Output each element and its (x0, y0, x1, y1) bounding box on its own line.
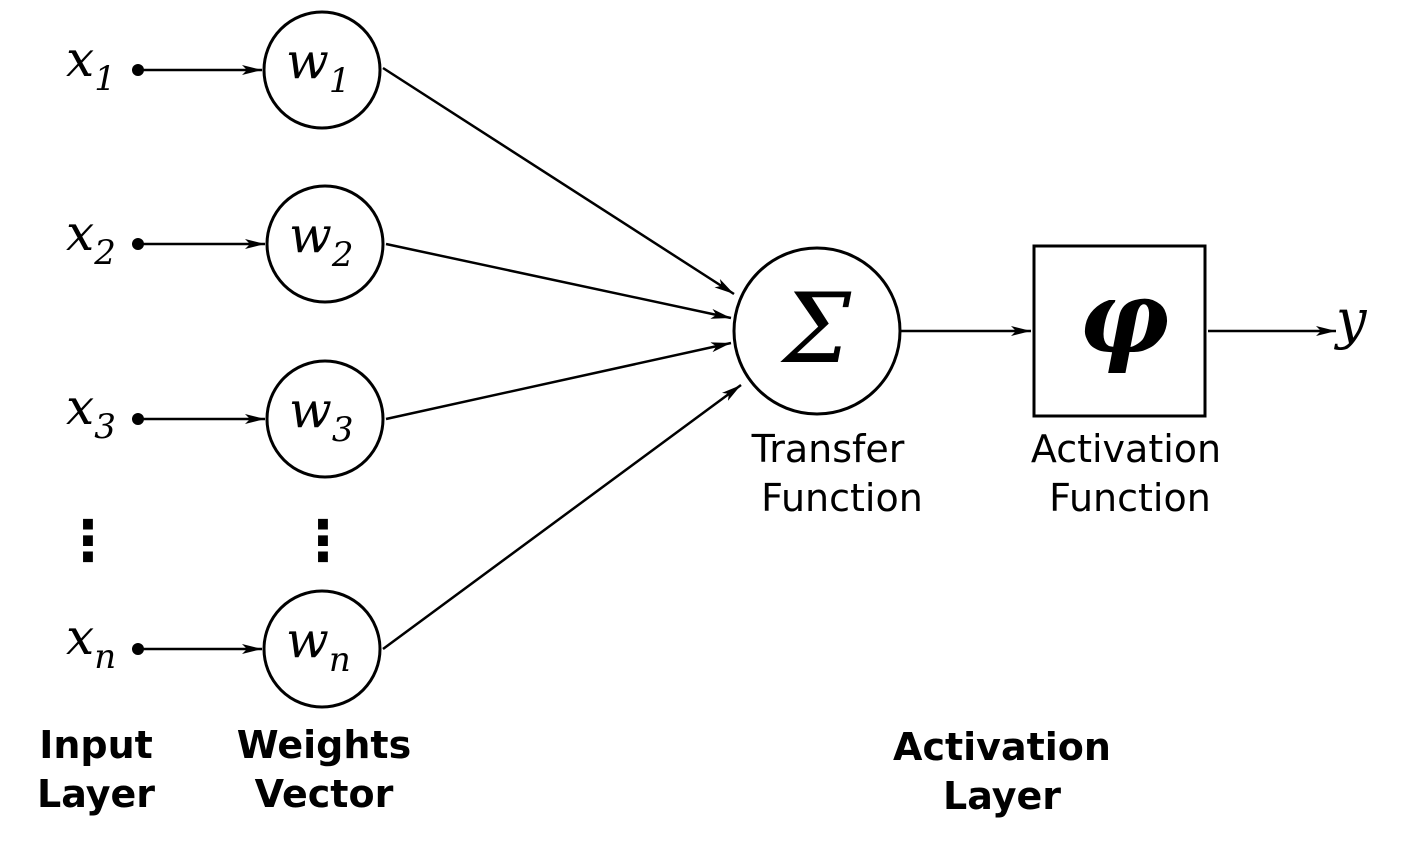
weight-w2: w2 (289, 206, 353, 275)
weight-ellipsis: ⋮ (295, 509, 351, 574)
input-x2: x2 (66, 204, 116, 273)
weight-w1: w1 (286, 32, 350, 101)
activation-label-line2: Function (1049, 476, 1211, 520)
phi-symbol: φ (1079, 258, 1169, 376)
input-x3: x3 (66, 378, 116, 447)
activation-box (1032, 244, 1207, 418)
weight-node-3 (265, 359, 385, 479)
input-ellipsis: ⋮ (60, 509, 116, 574)
arrow-w1-sum (382, 66, 735, 296)
weights-vector-label-line2: Vector (255, 772, 394, 816)
activation-layer-label-line1: Activation (893, 725, 1111, 769)
weight-node-1 (262, 10, 382, 130)
arrow-w3-sum (385, 341, 732, 421)
sigma-symbol: Σ (780, 273, 852, 385)
weight-w3: w3 (289, 381, 353, 450)
weight-node-n (262, 589, 382, 709)
activation-layer-label-line2: Layer (943, 774, 1061, 818)
activation-label-line1: Activation (1031, 427, 1221, 471)
input-layer-label-line2: Layer (37, 772, 155, 816)
output-y: y (1334, 288, 1368, 351)
weight-wn: wn (286, 611, 351, 680)
input-x1: x1 (66, 30, 116, 99)
transfer-label-line2: Function (761, 476, 923, 520)
input-xn: xn (66, 608, 116, 677)
transfer-label-line1: Transfer (751, 427, 905, 471)
arrow-w2-sum (385, 242, 732, 320)
arrow-wn-sum (382, 383, 742, 651)
weights-vector-label-line1: Weights (237, 723, 411, 767)
weight-node-2 (265, 184, 385, 304)
input-layer-label-line1: Input (39, 723, 153, 767)
